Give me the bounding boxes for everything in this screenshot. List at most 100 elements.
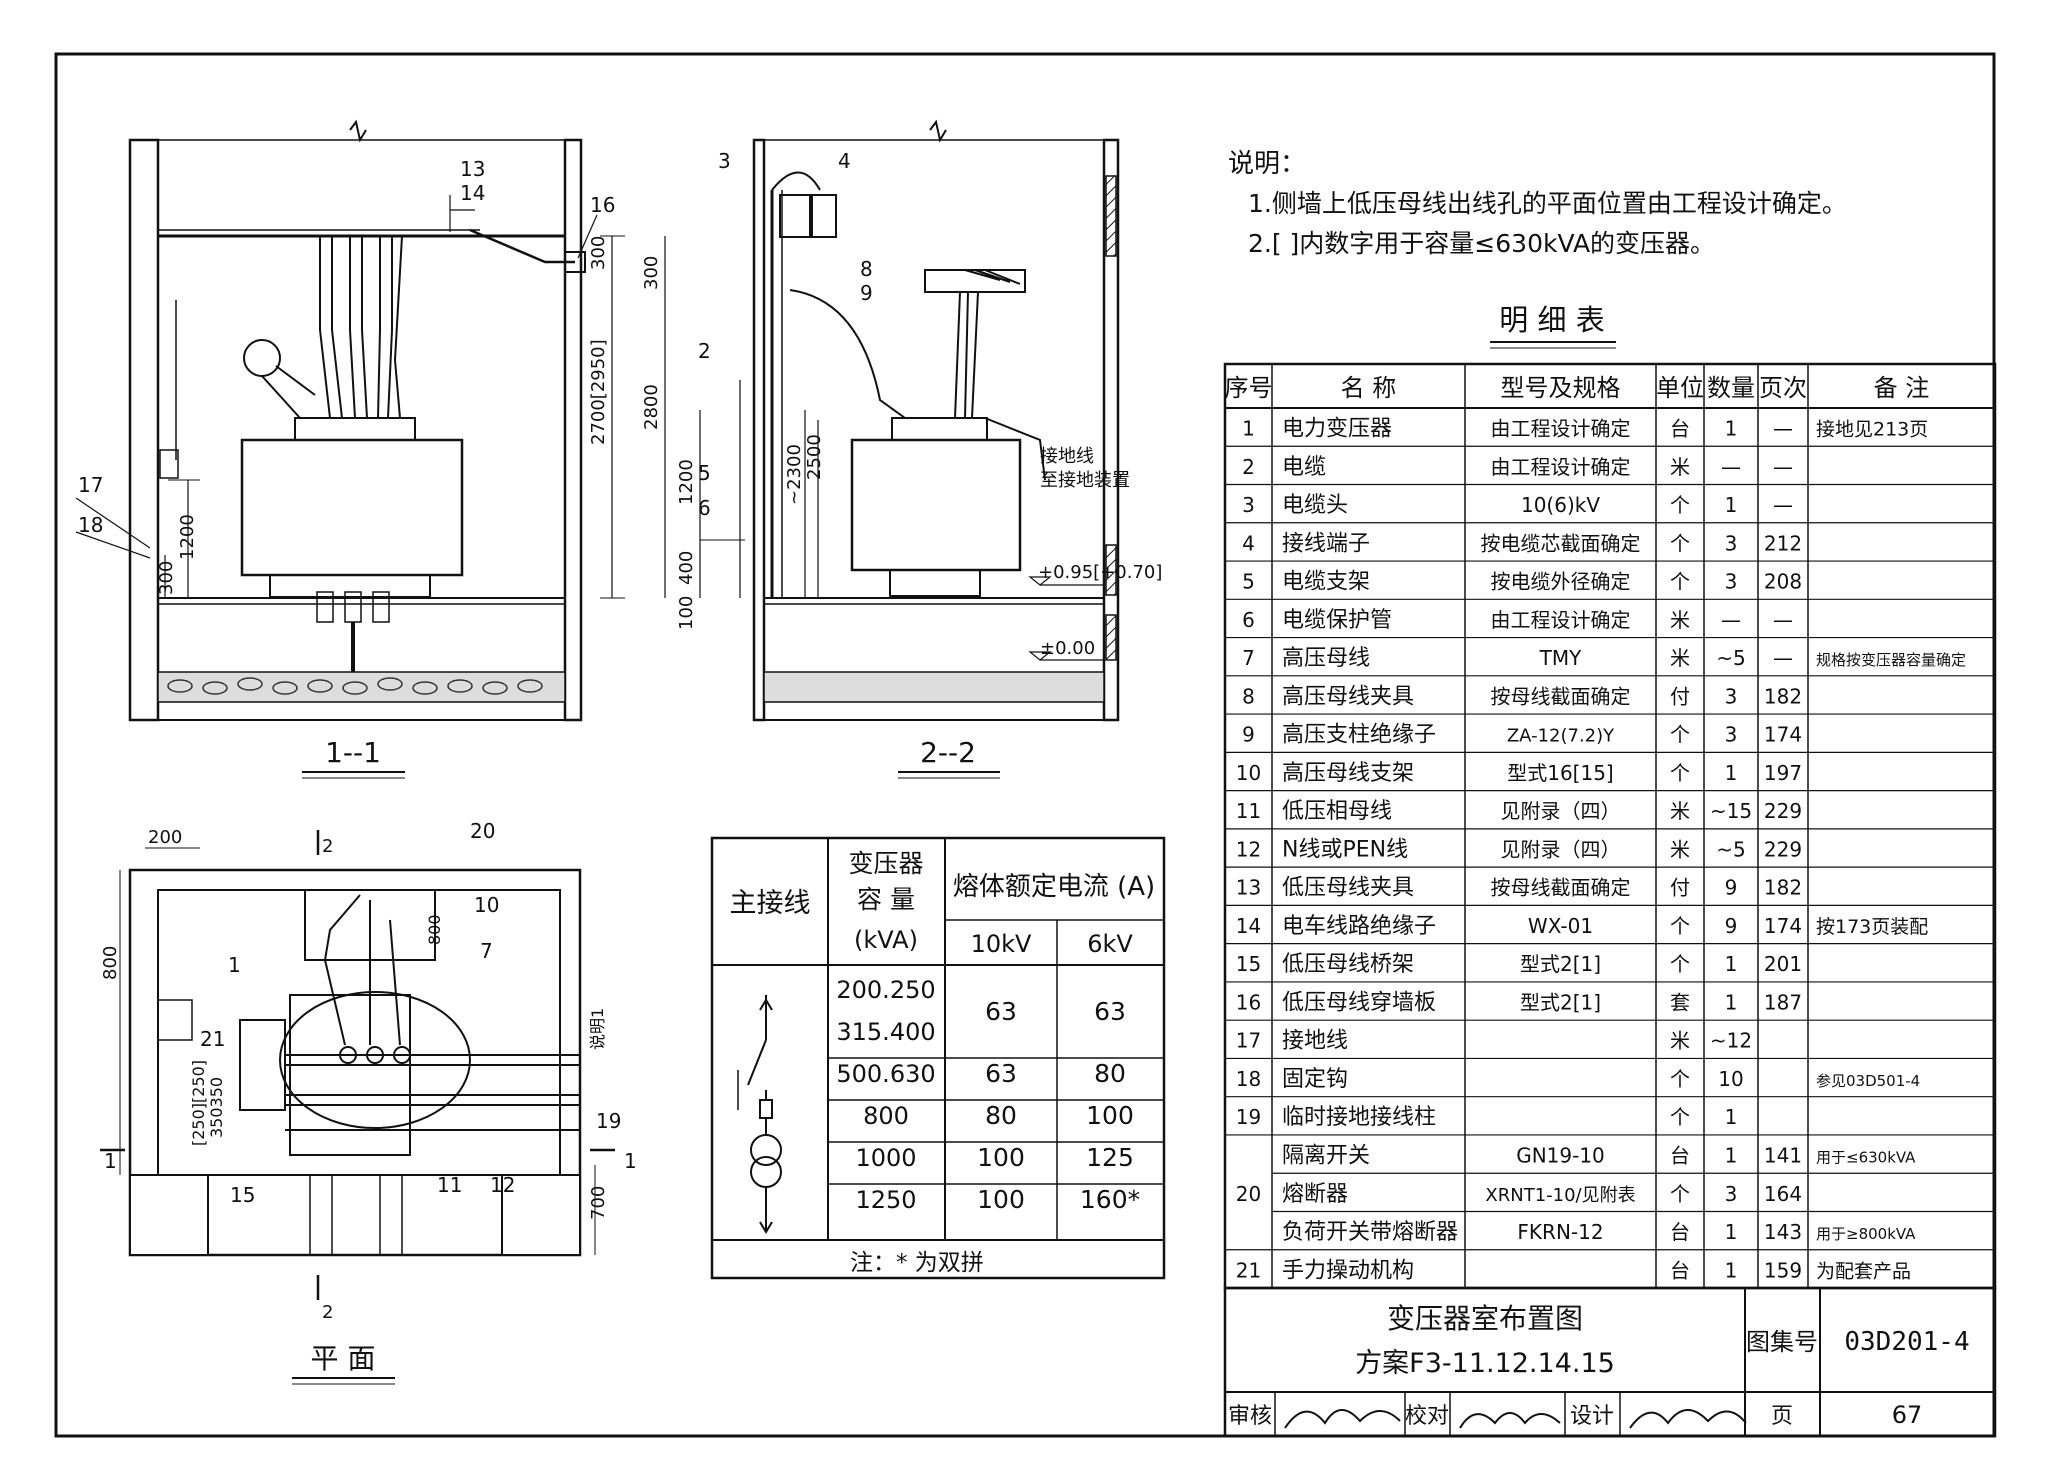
- plan-cut-1-right: 1: [624, 1149, 637, 1173]
- plan-callout-21: 21: [200, 1027, 225, 1051]
- detail-cell: 5: [1242, 570, 1255, 594]
- plan-callout-19: 19: [596, 1109, 621, 1133]
- detail-cell: 负荷开关带熔断器: [1282, 1220, 1458, 1245]
- detail-cell: 付: [1670, 876, 1690, 900]
- fuse-capacity: 1000: [855, 1144, 916, 1172]
- fuse-capacity: 500.630: [836, 1060, 935, 1088]
- detail-cell: XRNT1-10/见附表: [1485, 1185, 1635, 1206]
- detail-cell: 9: [1242, 723, 1255, 747]
- callout-9: 9: [860, 281, 873, 305]
- plan-dim-200: 200: [148, 827, 182, 848]
- detail-cell: 按电缆外径确定: [1491, 570, 1631, 594]
- detail-cell: 规格按变压器容量确定: [1816, 651, 1966, 669]
- detail-cell: 13: [1236, 876, 1261, 900]
- detail-cell: 12: [1236, 837, 1261, 861]
- detail-cell: —: [1721, 608, 1741, 632]
- callout-14: 14: [460, 181, 485, 205]
- detail-cell: 接地见213页: [1816, 419, 1928, 441]
- detail-header-cell: 单位: [1656, 374, 1704, 402]
- detail-cell: 临时接地接线柱: [1282, 1105, 1436, 1130]
- detail-cell: 低压母线桥架: [1282, 952, 1414, 977]
- detail-cell: 隔离开关: [1282, 1144, 1370, 1169]
- detail-cell: 174: [1764, 723, 1802, 747]
- detail-cell: —: [1773, 493, 1793, 517]
- drawing-subtitle: 方案F3-11.12.14.15: [1355, 1348, 1615, 1379]
- detail-cell: 低压母线穿墙板: [1282, 990, 1436, 1015]
- fuse-current-6kv: 63: [1094, 997, 1126, 1026]
- page-number: 67: [1892, 1401, 1923, 1429]
- detail-cell: 参见03D501-4: [1816, 1072, 1920, 1090]
- atlas-number: 03D201-4: [1844, 1327, 1969, 1357]
- detail-cell: 高压母线支架: [1282, 761, 1414, 786]
- detail-cell: 米: [1670, 455, 1690, 479]
- detail-cell: 3: [1242, 493, 1255, 517]
- detail-cell: 10(6)kV: [1521, 493, 1600, 517]
- fuse-table-note: 注：* 为双拼: [850, 1250, 984, 1276]
- fuse-capacity-2: 315.400: [836, 1018, 935, 1046]
- detail-cell: 9: [1725, 914, 1738, 938]
- dim-2-300: 300: [641, 256, 662, 290]
- detail-cell: 9: [1725, 876, 1738, 900]
- plan-note-1: 说明1: [588, 1008, 607, 1050]
- detail-cell: 米: [1670, 837, 1690, 861]
- detail-cell: 11: [1236, 799, 1261, 823]
- plan-callout-10: 10: [474, 893, 499, 917]
- callout-2: 2: [698, 339, 711, 363]
- ground-line-label: 接地线: [1040, 446, 1094, 467]
- title-block-grid: [1223, 1286, 1997, 1438]
- plan-title: 平 面: [311, 1342, 376, 1375]
- detail-cell: 个: [1670, 570, 1690, 594]
- plan-callout-11: 11: [437, 1173, 462, 1197]
- detail-cell: 4: [1242, 531, 1255, 555]
- fuse-col-capacity-1: 变压器: [848, 849, 923, 878]
- detail-cell: 个: [1670, 1067, 1690, 1091]
- detail-cell: 143: [1764, 1220, 1802, 1244]
- ground-device-label: 至接地装置: [1040, 470, 1130, 491]
- detail-cell: 187: [1764, 990, 1802, 1014]
- detail-cell: 1: [1725, 1220, 1738, 1244]
- detail-cell: 个: [1670, 914, 1690, 938]
- detail-cell: 个: [1670, 1182, 1690, 1206]
- plan-dim-700: 700: [588, 1186, 609, 1220]
- fuse-current-10kv: 63: [985, 1059, 1017, 1088]
- detail-cell: 229: [1764, 799, 1802, 823]
- detail-cell: 电车线路绝缘子: [1282, 914, 1436, 939]
- dim-2-1200: 1200: [676, 459, 697, 505]
- detail-cell: 电缆支架: [1282, 570, 1370, 595]
- callout-5: 5: [698, 461, 711, 485]
- fuse-current-10kv: 63: [985, 997, 1017, 1026]
- detail-cell: 电缆保护管: [1282, 608, 1392, 633]
- plan-callout-20: 20: [470, 819, 495, 843]
- detail-cell: 套: [1670, 990, 1690, 1014]
- detail-cell: 6: [1242, 608, 1255, 632]
- callout-17: 17: [78, 473, 103, 497]
- detail-cell: 按173页装配: [1816, 916, 1928, 938]
- dim-2800: 2800: [641, 384, 662, 430]
- dim-100: 100: [676, 596, 697, 630]
- plan-dim-350: 350350: [207, 1077, 226, 1138]
- detail-cell: 熔断器: [1282, 1182, 1348, 1207]
- detail-cell: 个: [1670, 493, 1690, 517]
- callout-3: 3: [718, 149, 731, 173]
- fuse-table-grid: [710, 836, 1166, 1280]
- detail-cell: 固定钩: [1282, 1067, 1348, 1092]
- detail-cell: 7: [1242, 646, 1255, 670]
- callout-16: 16: [590, 193, 615, 217]
- dim-300-top: 300: [588, 236, 609, 270]
- detail-cell: 台: [1670, 1220, 1690, 1244]
- fuse-col-6kv: 6kV: [1087, 930, 1133, 958]
- detail-cell: FKRN-12: [1517, 1220, 1603, 1244]
- detail-cell: 低压相母线: [1282, 799, 1392, 824]
- detail-cell: 182: [1764, 876, 1802, 900]
- detail-cell: 付: [1670, 684, 1690, 708]
- fuse-col-current: 熔体额定电流 (A): [953, 872, 1155, 902]
- fuse-col-capacity-3: (kVA): [854, 926, 918, 954]
- fuse-col-10kv: 10kV: [971, 930, 1032, 958]
- callout-4: 4: [838, 149, 851, 173]
- detail-cell: 174: [1764, 914, 1802, 938]
- design-label: 设计: [1570, 1404, 1614, 1429]
- detail-cell: —: [1773, 608, 1793, 632]
- detail-cell: 3: [1725, 531, 1738, 555]
- plan-cut-1-left: 1: [104, 1149, 117, 1173]
